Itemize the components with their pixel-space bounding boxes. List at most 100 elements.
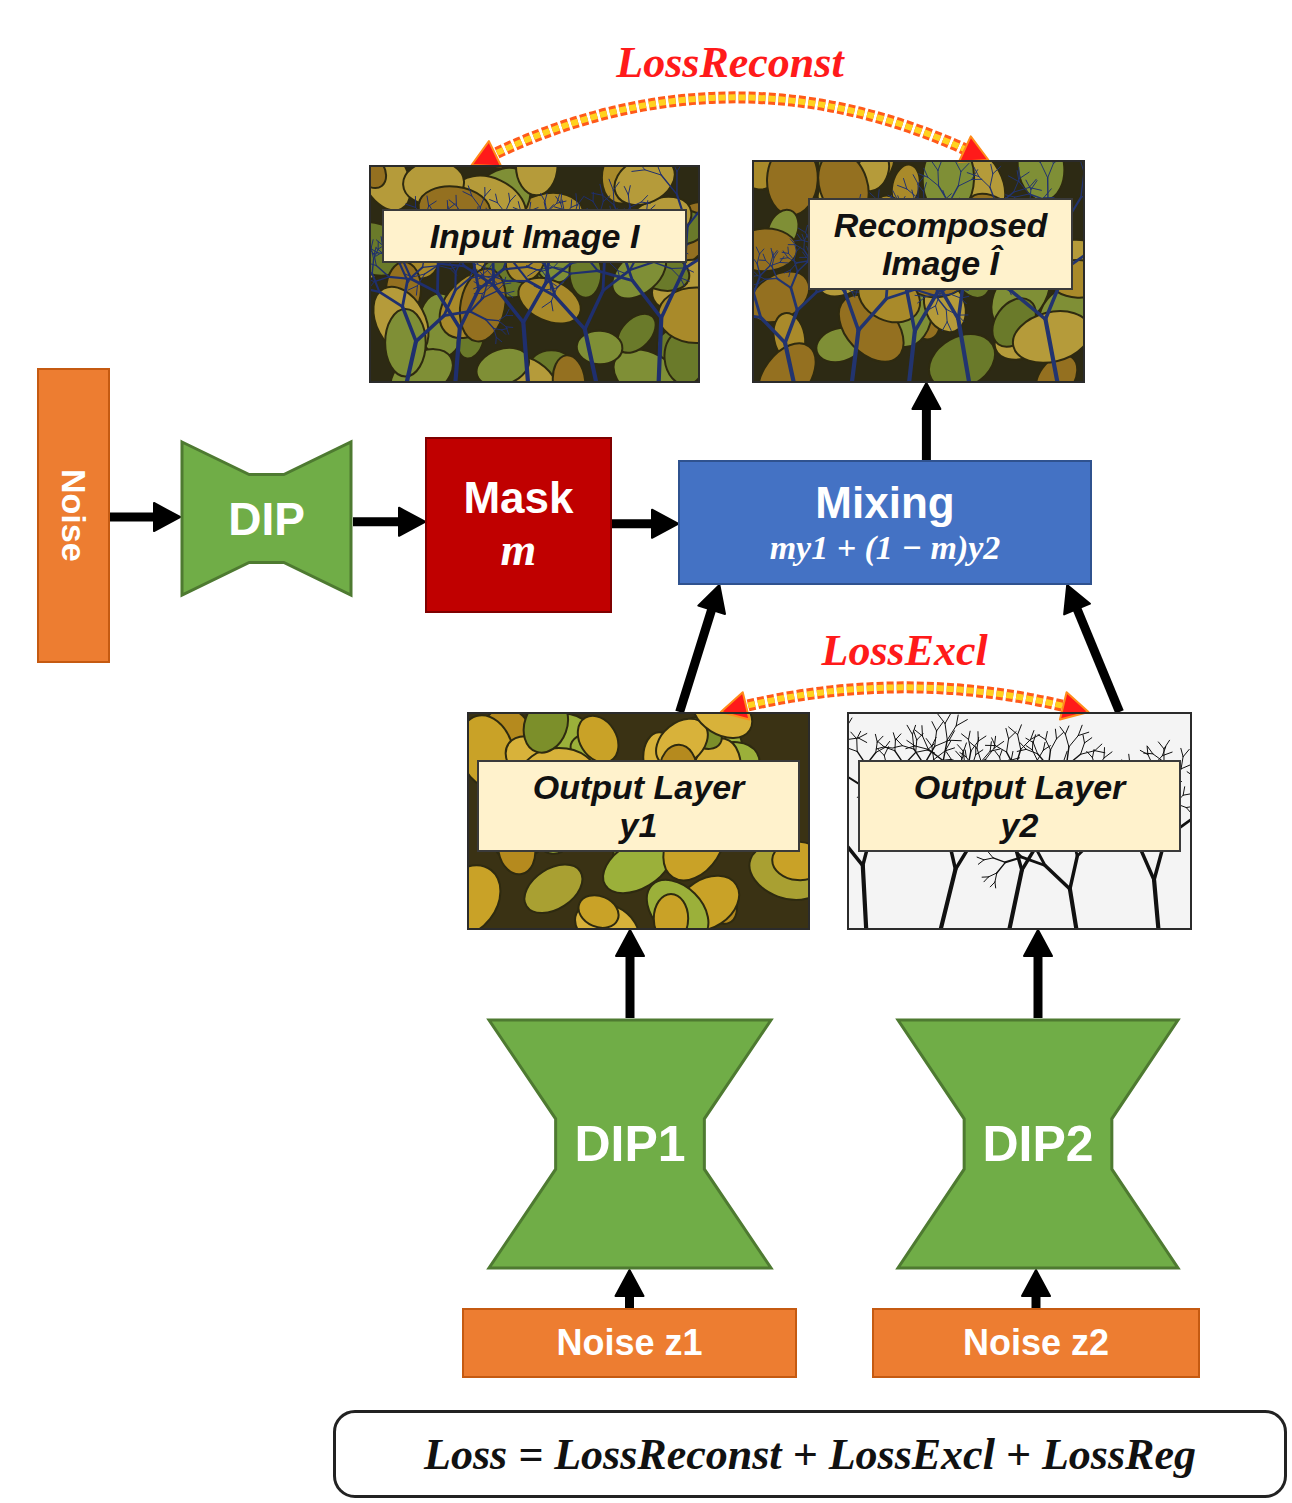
branch xyxy=(552,267,571,273)
flow-arrow xyxy=(1064,585,1119,712)
branch xyxy=(498,316,506,321)
branch xyxy=(994,736,995,748)
branch xyxy=(485,268,493,277)
branch xyxy=(509,193,510,201)
branch xyxy=(404,273,413,277)
branch xyxy=(763,254,765,260)
branch xyxy=(1092,749,1094,757)
branch xyxy=(800,257,807,258)
branch xyxy=(1033,742,1037,753)
branch xyxy=(483,268,484,275)
branch xyxy=(876,742,878,752)
branch xyxy=(480,196,485,208)
dip-label: DIP1 xyxy=(574,1115,685,1173)
branch xyxy=(613,190,615,205)
branch xyxy=(788,258,797,263)
branch xyxy=(1070,889,1077,930)
branch xyxy=(951,294,961,298)
branch xyxy=(993,166,1001,174)
branch xyxy=(958,180,971,187)
branch xyxy=(602,195,614,205)
branch xyxy=(557,201,566,203)
branch xyxy=(407,277,413,284)
branch xyxy=(968,739,970,751)
branch xyxy=(645,170,661,175)
branch xyxy=(945,713,951,724)
noise-block: Noise z2 xyxy=(872,1308,1200,1378)
branch xyxy=(985,745,995,746)
branch xyxy=(924,168,928,177)
image-frame xyxy=(467,712,810,930)
branch xyxy=(976,750,983,755)
dip-label: DIP xyxy=(228,492,305,546)
branch xyxy=(506,326,513,328)
branch xyxy=(577,196,584,205)
branch xyxy=(902,746,914,749)
branch xyxy=(498,321,506,327)
branch xyxy=(460,290,479,329)
branch xyxy=(502,330,506,334)
branch xyxy=(993,858,1005,862)
image-label: Output Layer y2 xyxy=(858,760,1181,852)
arrowhead xyxy=(1024,930,1052,956)
branch xyxy=(984,858,993,860)
branch xyxy=(915,295,926,296)
branch xyxy=(472,196,480,207)
branch xyxy=(504,283,511,284)
branch xyxy=(991,164,993,173)
branch xyxy=(1104,748,1105,758)
branch xyxy=(972,179,982,180)
branch xyxy=(413,274,425,277)
branch xyxy=(1017,171,1019,182)
branch xyxy=(969,742,977,748)
branch xyxy=(926,294,940,297)
branch xyxy=(402,307,416,342)
branch xyxy=(405,341,416,383)
branch xyxy=(585,197,593,202)
branch xyxy=(1000,750,1003,757)
branch xyxy=(788,244,795,245)
branch xyxy=(977,857,984,860)
mango xyxy=(752,227,798,272)
branch xyxy=(551,288,557,301)
image-panel: Output Layer y1 xyxy=(467,712,810,930)
branch xyxy=(482,276,492,278)
branch xyxy=(765,278,777,280)
branch xyxy=(852,292,855,297)
branch xyxy=(1095,744,1102,751)
flow-arrow xyxy=(616,930,644,1018)
hourglass-shape xyxy=(182,442,351,595)
branch xyxy=(995,746,1006,753)
branch xyxy=(939,869,955,930)
image-illustration xyxy=(369,165,700,383)
branch xyxy=(757,254,759,264)
branch xyxy=(894,740,896,751)
arrowhead xyxy=(912,383,940,409)
branch xyxy=(915,730,923,736)
branch xyxy=(794,251,796,260)
branch xyxy=(1026,738,1033,742)
loss-formula: Loss = LossReconst + LossExcl + LossReg xyxy=(333,1410,1287,1498)
branch xyxy=(957,745,963,752)
branch xyxy=(661,269,684,319)
branch xyxy=(947,322,951,331)
branch xyxy=(1181,764,1191,768)
image-ground xyxy=(467,712,810,930)
branch xyxy=(474,282,480,286)
branch xyxy=(474,293,482,294)
branch xyxy=(754,293,761,317)
branch xyxy=(502,328,508,329)
branch xyxy=(408,286,417,290)
noise-label: Noise z2 xyxy=(963,1322,1109,1364)
arrow-line xyxy=(680,602,714,712)
branch xyxy=(851,732,857,739)
branch xyxy=(852,291,859,292)
branch xyxy=(777,278,791,288)
branch xyxy=(1017,749,1026,751)
branch xyxy=(918,184,924,192)
branch xyxy=(427,196,429,206)
mixing-label: Mixing xyxy=(815,478,954,529)
branch xyxy=(907,189,918,198)
branch xyxy=(1183,787,1185,795)
branch xyxy=(1070,856,1077,889)
